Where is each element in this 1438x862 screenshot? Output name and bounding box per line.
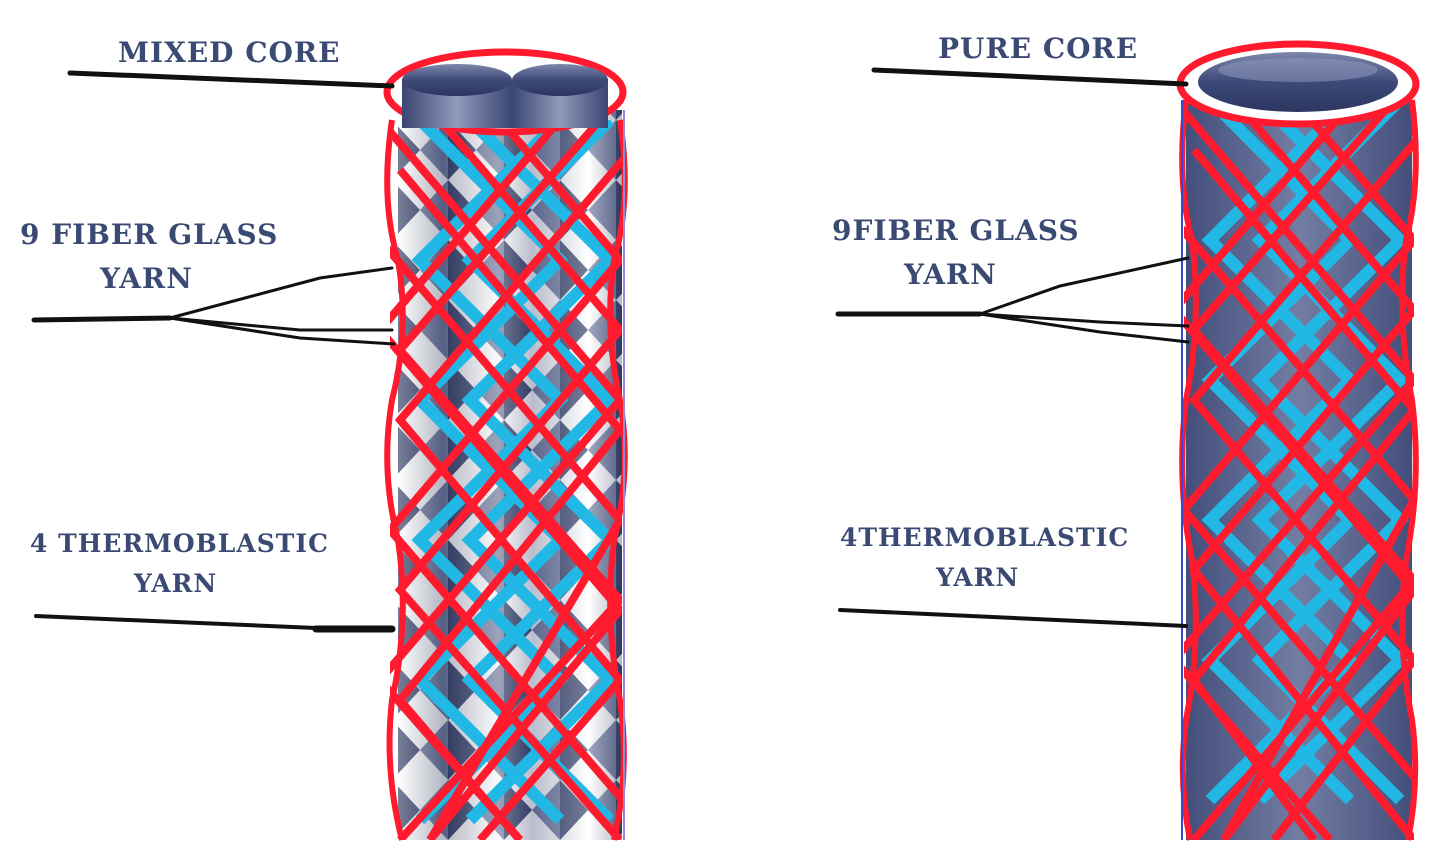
leader-lines xyxy=(31,67,1190,633)
left-thermo-label-line2: YARN xyxy=(133,569,217,598)
labels: MIXED CORE 9 FIBER GLASS YARN 4 THERMOBL… xyxy=(20,32,1138,598)
left-rod-outline-left xyxy=(384,119,406,841)
left-core-label: MIXED CORE xyxy=(118,36,340,69)
right-fiber-label-line1: 9FIBER GLASS xyxy=(832,214,1080,247)
right-thermo-label-line2: YARN xyxy=(935,563,1019,592)
left-fiber-leader xyxy=(31,315,173,323)
left-thermo-leader xyxy=(34,614,318,630)
left-fiber-label-line2: YARN xyxy=(99,262,193,295)
left-fiber-label-line1: 9 FIBER GLASS xyxy=(20,218,278,251)
right-rod xyxy=(1176,40,1420,841)
right-thermo-label-line1: 4THERMOBLASTIC xyxy=(840,523,1129,552)
left-thermoplastic-yarns xyxy=(390,120,622,840)
left-mixed-core-cap xyxy=(402,64,608,128)
right-thermo-leader xyxy=(838,608,1188,628)
right-core-label: PURE CORE xyxy=(938,32,1138,65)
right-rod-outline-right xyxy=(1399,99,1419,841)
left-rod xyxy=(383,48,628,841)
left-core-leader xyxy=(67,70,395,89)
right-thermoplastic-yarns xyxy=(1184,100,1414,840)
left-thermo-label-line1: 4 THERMOBLASTIC xyxy=(30,529,329,558)
right-fiber-label-line2: YARN xyxy=(903,258,997,291)
right-core-leader xyxy=(871,67,1189,87)
